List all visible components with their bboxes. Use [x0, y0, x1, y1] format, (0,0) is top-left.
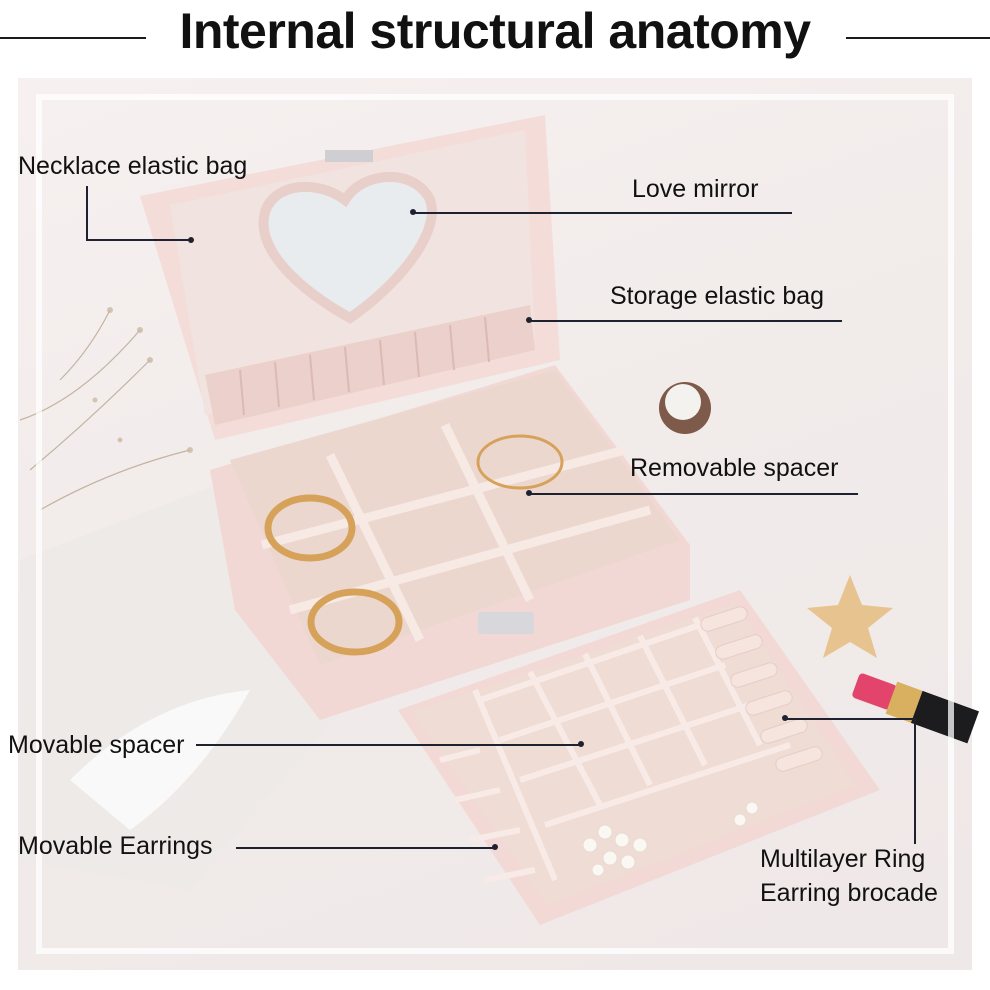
callout-storage-elastic-bag: Storage elastic bag [610, 282, 825, 310]
lipstick [852, 673, 979, 744]
callout-movable-earrings: Movable Earrings [18, 832, 213, 860]
callout-removable-spacer: Removable spacer [630, 454, 839, 482]
star-ornament [807, 575, 893, 658]
ring-rolls [700, 606, 823, 772]
photo-frame [36, 94, 954, 954]
callout-love-mirror: Love mirror [632, 175, 759, 203]
title-rule-right [846, 37, 990, 39]
tray-grid [439, 616, 791, 883]
callout-multilayer-ring-line2: Earring brocade [760, 879, 938, 907]
callout-movable-spacer: Movable spacer [8, 731, 185, 759]
leader-earrings-dot [492, 844, 498, 850]
leader-necklace-vertical [86, 186, 88, 240]
box-dividers [260, 423, 652, 642]
gold-bangle-2 [307, 588, 403, 656]
heart-mirror [258, 171, 437, 324]
gold-hoop [476, 434, 564, 490]
front-lock [478, 612, 534, 634]
dried-flower-buds [92, 307, 193, 453]
leader-removable-dot [526, 490, 532, 496]
leader-movable-spacer-dot [578, 741, 584, 747]
callout-necklace-elastic-bag: Necklace elastic bag [18, 152, 248, 180]
leader-necklace-dot [188, 237, 194, 243]
leader-movable-earrings [236, 847, 496, 849]
leader-love-mirror-dot [410, 209, 416, 215]
leader-movable-spacer [196, 744, 582, 746]
dried-flowers [19, 309, 191, 511]
leader-necklace-horizontal [86, 239, 190, 241]
lid-latch [325, 150, 373, 162]
leader-multilayer-horizontal [786, 718, 916, 720]
leader-multilayer-dot [782, 715, 788, 721]
elastic-band [205, 305, 535, 425]
pearls [582, 801, 759, 877]
leader-multilayer-vertical [914, 718, 916, 844]
page-title: Internal structural anatomy [179, 3, 811, 59]
header: Internal structural anatomy [0, 0, 990, 72]
leader-storage-elastic-bag [530, 320, 842, 322]
elastic-pleats [239, 316, 490, 416]
gold-bangle-1 [264, 494, 356, 562]
title-rule-left [0, 37, 146, 39]
feather [70, 690, 250, 830]
callout-multilayer-ring-line1: Multilayer Ring [760, 845, 926, 873]
leader-storage-dot [526, 317, 532, 323]
leader-love-mirror [414, 212, 792, 214]
leader-removable-spacer [530, 493, 858, 495]
